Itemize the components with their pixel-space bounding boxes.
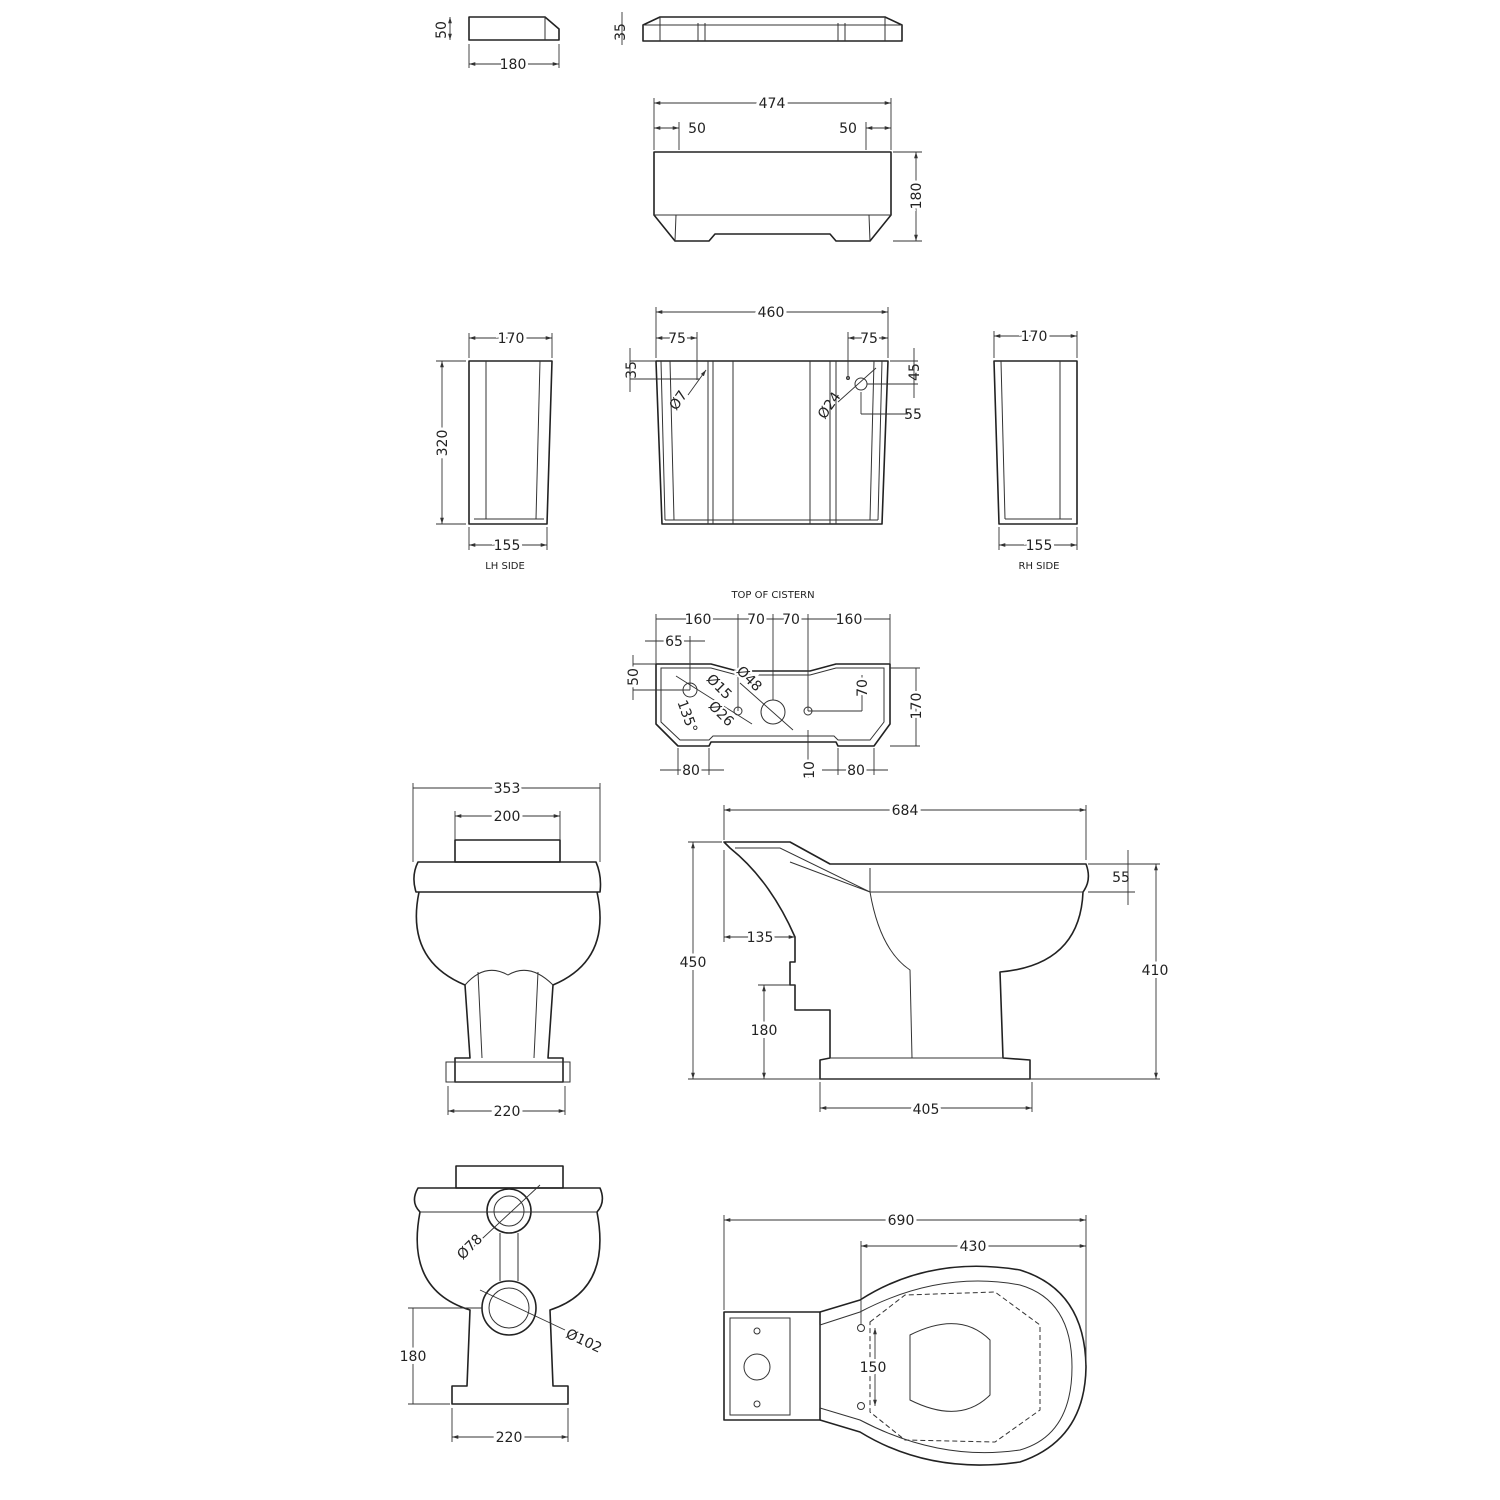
lid-top-view: 474 50 50 180 <box>653 93 928 242</box>
dim-top-80-right: 80 <box>847 763 865 779</box>
caption-rh-side: RH SIDE <box>1019 561 1060 572</box>
dim-top-170: 170 <box>909 693 925 720</box>
dim-lh-height: 320 <box>435 430 451 457</box>
caption-lh-side: LH SIDE <box>485 561 525 572</box>
dim-rh-top: 170 <box>1021 329 1048 345</box>
dim-pan-length: 684 <box>892 803 919 819</box>
dim-right-hole-drop: 45 <box>907 363 923 381</box>
dim-outlet-height: 180 <box>751 1023 778 1039</box>
dim-foot-length: 405 <box>913 1102 940 1118</box>
dim-pan-width: 353 <box>494 781 521 797</box>
dim-rh-bottom: 155 <box>1026 538 1053 554</box>
dim-left-hole-drop: 35 <box>624 361 640 379</box>
dim-angle-135: 135° <box>673 698 700 735</box>
dim-top-65: 65 <box>665 634 683 650</box>
dim-inlet-dia: Ø78 <box>454 1231 486 1263</box>
dim-lid-depth: 180 <box>909 183 925 210</box>
dim-total-height: 450 <box>680 955 707 971</box>
dim-top-80-left: 80 <box>682 763 700 779</box>
dim-top-70-left: 70 <box>747 612 765 628</box>
dim-hole-15: Ø15 <box>703 671 735 703</box>
lid-side-view: 50 180 <box>434 16 560 76</box>
dim-left-offset: 75 <box>668 331 686 347</box>
dim-right-offset: 75 <box>860 331 878 347</box>
dim-pan-cistern-width: 200 <box>494 809 521 825</box>
dim-hole-26: Ø26 <box>705 698 737 730</box>
dim-left-hole-dia: Ø7 <box>666 388 691 414</box>
dim-lid-height: 50 <box>434 21 450 39</box>
dim-plan-bowl-length: 430 <box>960 1239 987 1255</box>
dim-top-70-depth: 70 <box>855 679 871 697</box>
dim-outlet-dia: Ø102 <box>563 1326 604 1356</box>
dim-top-160-left: 160 <box>685 612 712 628</box>
dim-back-foot-width: 220 <box>496 1430 523 1446</box>
dim-lh-bottom: 155 <box>494 538 521 554</box>
dim-lh-top: 170 <box>498 331 525 347</box>
dim-top-70-right: 70 <box>782 612 800 628</box>
dim-right-hole-offset: 55 <box>904 407 922 423</box>
caption-top-of-cistern: TOP OF CISTERN <box>730 590 814 601</box>
dim-right-hole-dia: Ø24 <box>815 389 845 422</box>
dim-lid-left-offset: 50 <box>688 121 706 137</box>
pan-side-view: 684 55 135 450 180 410 405 <box>677 800 1172 1121</box>
dim-rim-height: 410 <box>1142 963 1169 979</box>
pan-plan-view: 690 430 150 <box>723 1210 1087 1466</box>
dim-top-50: 50 <box>626 668 642 686</box>
pan-front-view: 353 200 220 <box>412 779 602 1123</box>
dim-lid-width: 180 <box>500 57 527 73</box>
dim-pan-foot-width: 220 <box>494 1104 521 1120</box>
cistern-rh-side-view: 170 155 RH SIDE <box>993 326 1078 572</box>
dim-cistern-width: 460 <box>758 305 785 321</box>
dim-outlet-setback: 135 <box>747 930 774 946</box>
dim-lid-front-height: 35 <box>613 23 629 41</box>
dim-top-10: 10 <box>802 761 818 779</box>
dim-seat-fixing: 150 <box>860 1360 887 1376</box>
dim-back-outlet-height: 180 <box>400 1349 427 1365</box>
cistern-top-view: TOP OF CISTERN 160 70 70 160 65 50 Ø15 Ø… <box>624 590 928 782</box>
dim-rim-depth: 55 <box>1112 870 1130 886</box>
dim-top-160-right: 160 <box>836 612 863 628</box>
pan-back-view: Ø78 Ø102 180 220 <box>397 1165 606 1449</box>
dim-lid-top-width: 474 <box>759 96 786 112</box>
cistern-front-view: 460 75 75 35 Ø7 Ø24 45 55 <box>624 302 923 525</box>
lid-front-view: 35 <box>613 12 903 45</box>
dim-lid-right-offset: 50 <box>839 121 857 137</box>
dim-plan-length: 690 <box>888 1213 915 1229</box>
cistern-lh-side-view: 170 320 155 LH SIDE <box>432 328 553 572</box>
